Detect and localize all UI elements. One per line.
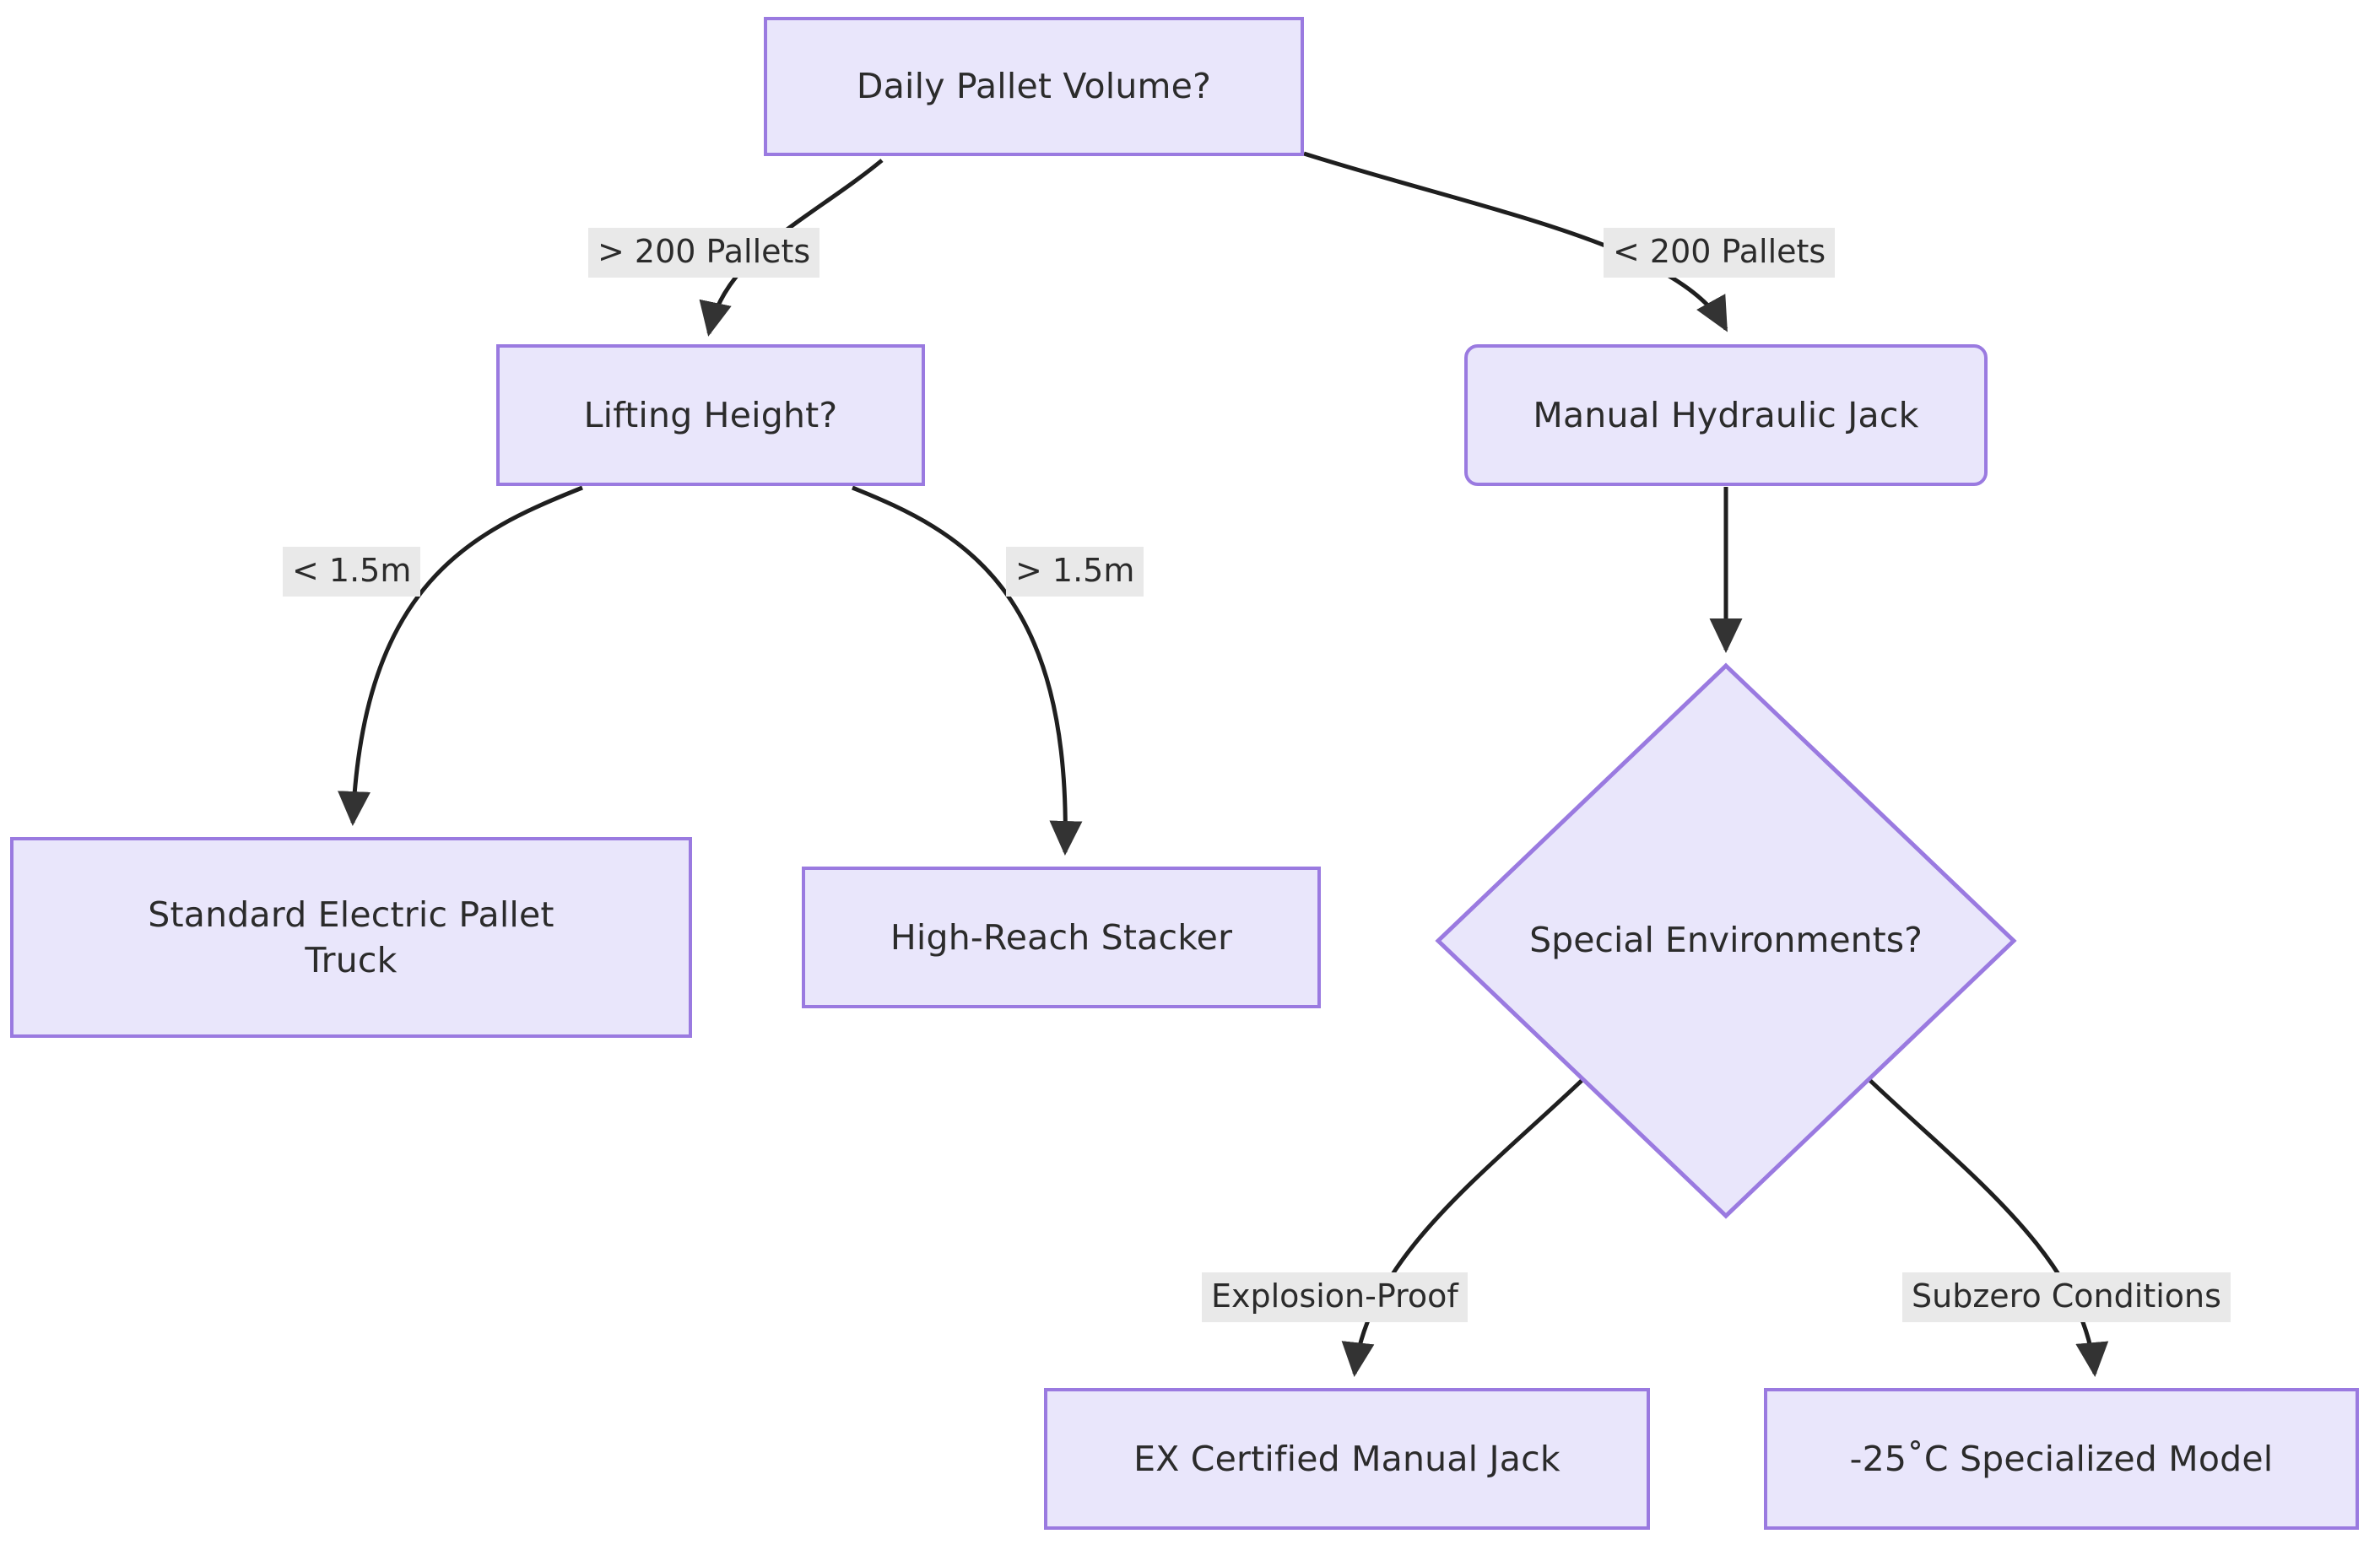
diamond-shape	[1435, 662, 2017, 1219]
edge-label-gt-1-5m: > 1.5m	[1006, 547, 1144, 597]
node-label: Daily Pallet Volume?	[856, 66, 1212, 107]
edge-lifting-height-to-electric-truck	[338, 485, 583, 826]
node-ex-certified-manual-jack[interactable]: EX Certified Manual Jack	[1044, 1388, 1650, 1530]
node-special-environments[interactable]: Special Environments?	[1435, 662, 2017, 1219]
node-label: Lifting Height?	[583, 394, 838, 435]
node-label: Standard Electric Pallet Truck	[148, 894, 554, 980]
edge-label-explosion-proof: Explosion-Proof	[1202, 1272, 1468, 1322]
node-high-reach-stacker[interactable]: High-Reach Stacker	[802, 867, 1321, 1008]
node-subzero-specialized-model[interactable]: -25˚C Specialized Model	[1764, 1388, 2359, 1530]
node-daily-pallet-volume[interactable]: Daily Pallet Volume?	[764, 17, 1304, 156]
edge-label-gt-200-pallets: > 200 Pallets	[588, 228, 820, 278]
edge-label-subzero-conditions: Subzero Conditions	[1902, 1272, 2231, 1322]
node-label: EX Certified Manual Jack	[1133, 1438, 1561, 1479]
node-standard-electric-pallet-truck[interactable]: Standard Electric Pallet Truck	[10, 837, 692, 1038]
edge-label-lt-200-pallets: < 200 Pallets	[1604, 228, 1836, 278]
edge-label-lt-1-5m: < 1.5m	[283, 547, 421, 597]
node-lifting-height[interactable]: Lifting Height?	[496, 344, 925, 486]
node-label: -25˚C Specialized Model	[1849, 1438, 2274, 1479]
edge-lifting-height-to-high-reach	[852, 485, 1083, 856]
node-label: Manual Hydraulic Jack	[1533, 394, 1919, 435]
node-manual-hydraulic-jack[interactable]: Manual Hydraulic Jack	[1464, 344, 1988, 486]
node-label: High-Reach Stacker	[890, 916, 1233, 958]
node-label: Special Environments?	[1529, 920, 1923, 961]
